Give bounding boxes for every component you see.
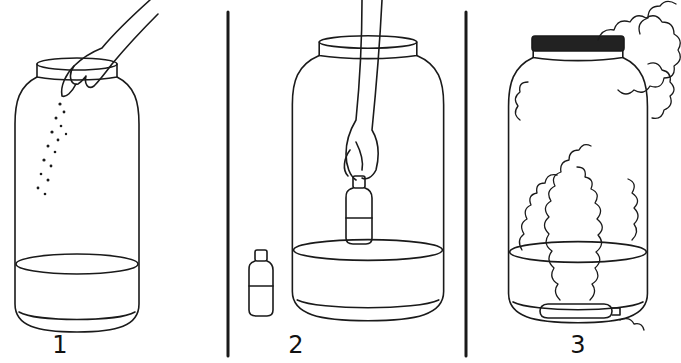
jar-lid	[532, 36, 624, 51]
panel-number: 3	[558, 331, 598, 359]
hand	[71, 0, 158, 87]
panel-number: 1	[40, 331, 80, 359]
bottle-lying	[540, 304, 620, 318]
hand-finger	[344, 142, 362, 176]
glass-jar	[15, 58, 139, 332]
small-bottle	[346, 176, 372, 244]
falling-powder	[37, 102, 68, 195]
smoke	[515, 1, 680, 330]
small-bottle	[249, 250, 273, 316]
panel-divider	[465, 12, 468, 356]
hand-finger	[62, 66, 76, 96]
hand	[346, 0, 382, 180]
panel-number: 2	[276, 331, 316, 359]
panel-divider	[227, 12, 230, 356]
glass-jar	[509, 38, 648, 323]
